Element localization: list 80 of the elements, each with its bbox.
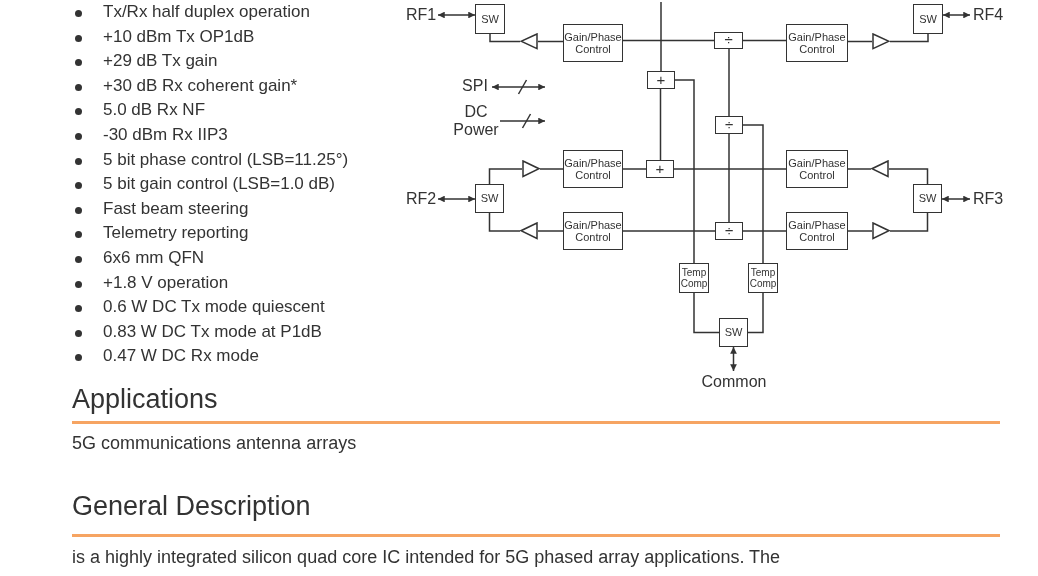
connector-line [888,168,929,185]
connector-line [742,124,764,264]
connector-line [847,40,873,43]
arrow [942,11,971,19]
amplifier-symbol [520,222,538,240]
signal-label: Common [692,371,776,393]
feature-list-item: 0.83 W DC Tx mode at P1dB [72,321,322,342]
feature-list-item: 0.47 W DC Rx mode [72,346,259,367]
process-box: Gain/Phase Control [786,24,848,62]
arrow [499,117,546,125]
amplifier-symbol [871,160,889,178]
connector-line [728,133,730,223]
body-text: 5G communications antenna arrays [72,433,357,454]
feature-list-item: +1.8 V operation [72,272,229,293]
signal-label: DC Power [452,100,500,142]
arrow [730,346,737,372]
connector-line [489,33,521,43]
feature-list-item: 5.0 dB Rx NF [72,100,206,121]
signal-label: SPI [458,75,492,97]
feature-list-item: Tx/Rx half duplex operation [72,2,310,22]
feature-list-item: -30 dBm Rx IIP3 [72,125,228,145]
connector-line [537,230,564,232]
feature-list-item: 5 bit gain control (LSB=1.0 dB) [72,174,335,195]
connector-line [742,39,787,42]
process-box: Gain/Phase Control [563,150,623,188]
connector-line [673,168,787,170]
switch-box: SW [913,184,942,213]
port-label: RF2 [404,188,438,210]
connector-line [622,230,716,232]
description-paragraph: is a highly integrated silicon quad core IC intended for 5G phased array applications. The [72,547,781,568]
combiner-box: + [646,160,674,178]
process-box: Gain/Phase Control [563,24,623,62]
arrow [941,195,971,203]
feature-list-item: +30 dB Rx coherent gain* [72,75,298,96]
process-box: Gain/Phase Control [786,212,848,250]
connector-line [742,230,787,232]
connector-line [728,48,730,117]
feature-list-item: 0.6 W DC Tx mode quiescent [72,297,325,318]
amplifier-symbol [522,160,540,178]
process-box: Gain/Phase Control [563,212,623,250]
connector-line [539,168,564,170]
process-box: Temp Comp [748,263,778,293]
switch-box: SW [913,4,943,34]
connector-line [747,292,764,334]
feature-list-item: +10 dBm Tx OP1dB [72,26,255,47]
section-heading: Applications [72,384,218,415]
amplifier-symbol [872,33,890,50]
connector-line [622,168,647,170]
connector-line [622,39,715,42]
connector-line [889,33,929,43]
arrow [491,83,546,91]
combiner-box: + [647,71,675,89]
connector-line [693,292,720,334]
connector-line [488,168,523,185]
connector-line [488,212,521,232]
port-label: RF3 [970,188,1006,210]
process-box: Gain/Phase Control [786,150,848,188]
connector-line [847,168,872,170]
connector-line [674,79,695,264]
feature-list-item: 6x6 mm QFN [72,248,205,268]
connector-line [847,230,873,232]
process-box: Temp Comp [679,263,709,293]
feature-list-item: +29 dB Tx gain [72,51,218,72]
arrow [437,11,476,19]
port-label: RF1 [404,4,438,26]
section-heading: General Description [72,491,311,522]
feature-list-item: 5 bit phase control (LSB=11.25°) [72,149,349,170]
amplifier-symbol [872,222,890,240]
switch-box: SW [475,4,505,34]
connector-line [660,1,662,72]
switch-box: SW [719,318,748,347]
arrow [437,195,476,203]
connector-line [889,212,929,232]
connector-line [659,88,662,161]
connector-line [537,40,564,43]
amplifier-symbol [520,33,538,50]
port-label: RF4 [970,4,1006,26]
switch-box: SW [475,184,504,213]
feature-list-item: Telemetry reporting [72,223,249,244]
feature-list-item: Fast beam steering [72,198,249,219]
